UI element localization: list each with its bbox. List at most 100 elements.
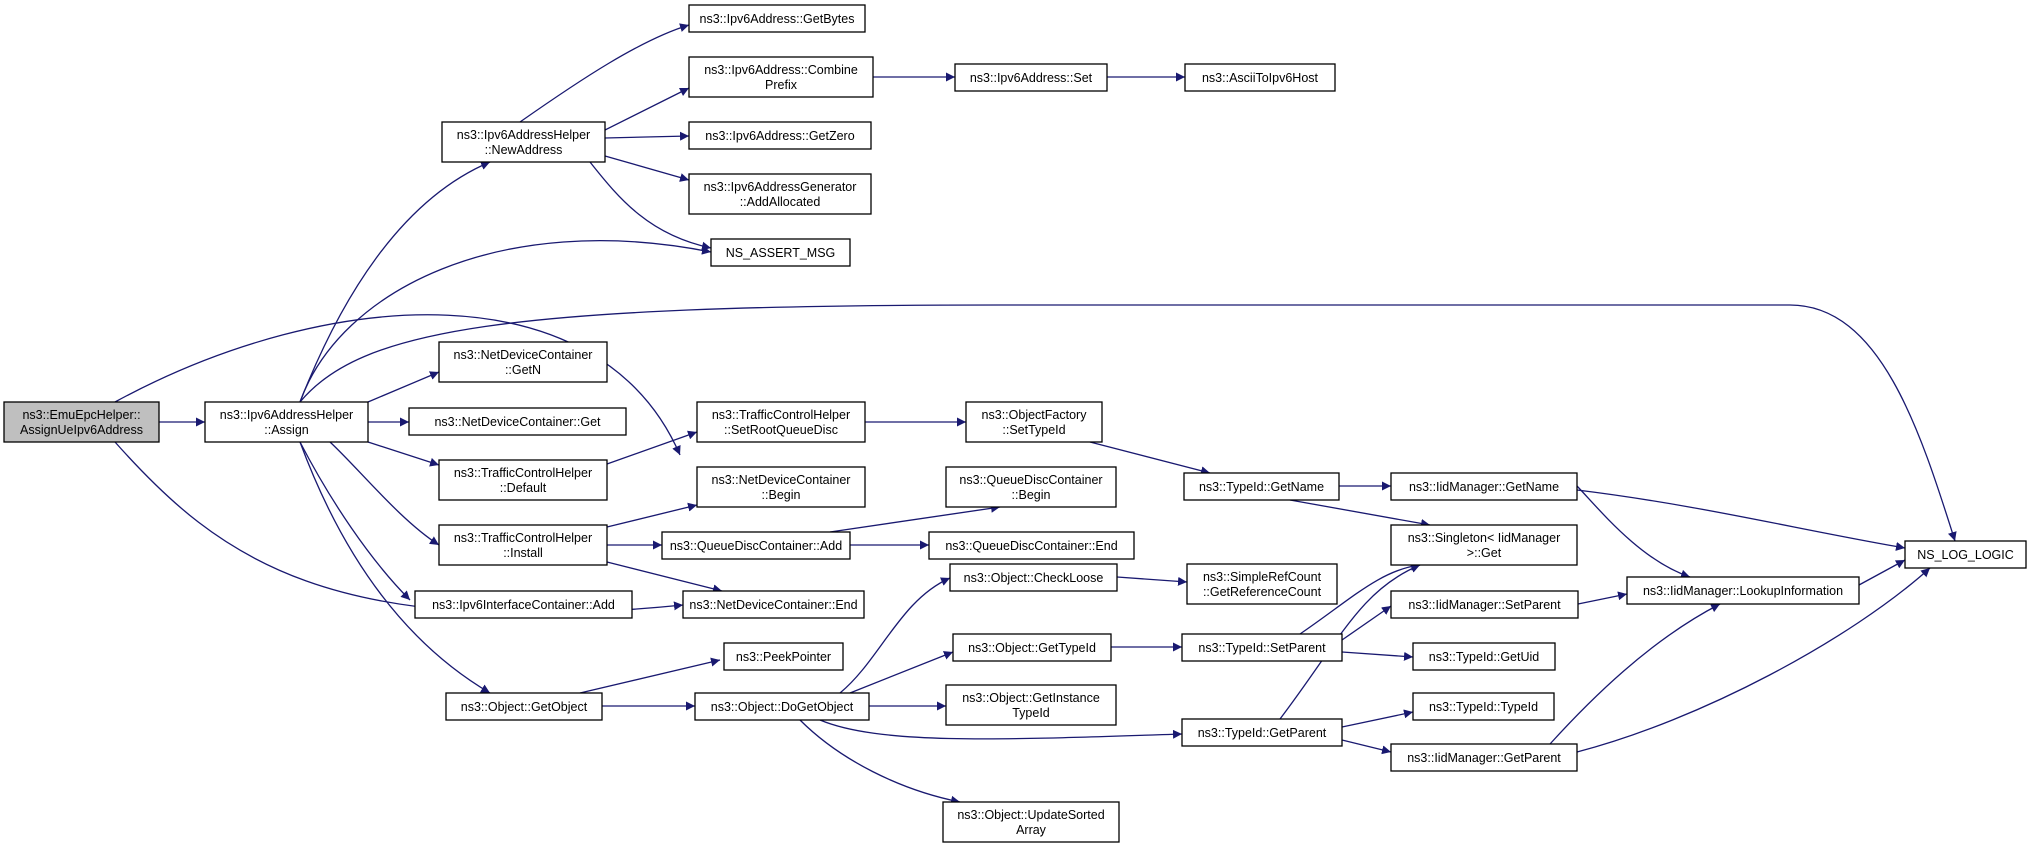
node-n17[interactable]: ns3::TrafficControlHelper::SetRootQueueD… bbox=[696, 401, 866, 443]
edge-n33-to-n39 bbox=[1341, 739, 1392, 755]
node-n14[interactable]: ns3::TrafficControlHelper::Install bbox=[438, 524, 608, 566]
node-box[interactable] bbox=[438, 524, 608, 566]
node-box[interactable] bbox=[945, 684, 1117, 726]
node-box[interactable] bbox=[1390, 590, 1579, 619]
node-box[interactable] bbox=[696, 401, 866, 443]
node-box[interactable] bbox=[688, 121, 872, 150]
node-n12[interactable]: ns3::NetDeviceContainer::Get bbox=[408, 407, 627, 436]
node-n15[interactable]: ns3::Ipv6InterfaceContainer::Add bbox=[414, 590, 633, 619]
edge-n2-to-n13 bbox=[367, 441, 440, 467]
node-box[interactable] bbox=[1184, 63, 1336, 92]
node-n33[interactable]: ns3::TypeId::GetParent bbox=[1181, 718, 1343, 747]
node-box[interactable] bbox=[445, 692, 603, 721]
node-box[interactable] bbox=[438, 341, 608, 383]
edge-n32-to-n37 bbox=[1341, 651, 1414, 661]
node-n35[interactable]: ns3::Singleton< IidManager >::Get bbox=[1390, 524, 1578, 566]
node-n31[interactable]: ns3::SimpleRefCount::GetReferenceCount bbox=[1186, 563, 1338, 605]
node-n1[interactable]: ns3::EmuEpcHelper::AssignUeIpv6Address bbox=[3, 401, 160, 443]
node-box[interactable] bbox=[1183, 472, 1340, 501]
node-label: ::GetN bbox=[505, 363, 541, 377]
node-n23[interactable]: ns3::ObjectFactory::SetTypeId bbox=[965, 401, 1103, 443]
node-box[interactable] bbox=[1904, 540, 2027, 569]
node-box[interactable] bbox=[1181, 718, 1343, 747]
node-box[interactable] bbox=[688, 56, 874, 98]
node-n22[interactable]: ns3::Object::DoGetObject bbox=[694, 692, 870, 721]
node-n36[interactable]: ns3::IidManager::SetParent bbox=[1390, 590, 1579, 619]
node-box[interactable] bbox=[928, 531, 1135, 560]
node-box[interactable] bbox=[688, 4, 866, 33]
node-box[interactable] bbox=[414, 590, 633, 619]
node-n39[interactable]: ns3::IidManager::GetParent bbox=[1390, 743, 1578, 772]
node-n19[interactable]: ns3::QueueDiscContainer::Add bbox=[661, 531, 851, 560]
node-n10[interactable]: NS_ASSERT_MSG bbox=[710, 238, 851, 267]
node-n4[interactable]: ns3::Ipv6Address::GetBytes bbox=[688, 4, 866, 33]
node-box[interactable] bbox=[3, 401, 160, 443]
node-n7[interactable]: ns3::AsciiToIpv6Host bbox=[1184, 63, 1336, 92]
node-n11[interactable]: ns3::NetDeviceContainer::GetN bbox=[438, 341, 608, 383]
edge-n32-to-n36 bbox=[1341, 605, 1392, 641]
node-label: ns3::IidManager::SetParent bbox=[1408, 598, 1561, 612]
node-n6[interactable]: ns3::Ipv6Address::Set bbox=[954, 63, 1108, 92]
node-n9[interactable]: ns3::Ipv6AddressGenerator::AddAllocated bbox=[688, 173, 872, 215]
node-n26[interactable]: ns3::Object::CheckLoose bbox=[949, 563, 1118, 592]
edge-n22-to-n29 bbox=[799, 719, 961, 805]
node-label: ns3::QueueDiscContainer::Add bbox=[670, 539, 842, 553]
node-box[interactable] bbox=[204, 401, 369, 443]
call-edges bbox=[114, 23, 1957, 805]
node-n21[interactable]: ns3::PeekPointer bbox=[723, 642, 844, 671]
node-n40[interactable]: ns3::IidManager::LookupInformation bbox=[1626, 576, 1860, 605]
node-box[interactable] bbox=[1626, 576, 1860, 605]
edge-n2-to-n16 bbox=[299, 441, 491, 694]
node-n20[interactable]: ns3::NetDeviceContainer::End bbox=[682, 590, 865, 619]
node-box[interactable] bbox=[408, 407, 627, 436]
node-box[interactable] bbox=[945, 466, 1117, 508]
node-box[interactable] bbox=[1412, 642, 1556, 671]
node-label: ns3::Object::CheckLoose bbox=[964, 571, 1104, 585]
node-box[interactable] bbox=[1390, 524, 1578, 566]
node-n41[interactable]: NS_LOG_LOGIC bbox=[1904, 540, 2027, 569]
node-n24[interactable]: ns3::QueueDiscContainer::Begin bbox=[945, 466, 1117, 508]
edge-n39-to-n40 bbox=[1549, 603, 1721, 745]
node-n32[interactable]: ns3::TypeId::SetParent bbox=[1181, 633, 1343, 662]
node-box[interactable] bbox=[954, 63, 1108, 92]
node-n25[interactable]: ns3::QueueDiscContainer::End bbox=[928, 531, 1135, 560]
node-n34[interactable]: ns3::IidManager::GetName bbox=[1390, 472, 1578, 501]
node-label: TypeId bbox=[1012, 706, 1050, 720]
node-box[interactable] bbox=[688, 173, 872, 215]
node-n16[interactable]: ns3::Object::GetObject bbox=[445, 692, 603, 721]
node-box[interactable] bbox=[942, 801, 1120, 843]
node-n37[interactable]: ns3::TypeId::GetUid bbox=[1412, 642, 1556, 671]
node-n3[interactable]: ns3::Ipv6AddressHelper::NewAddress bbox=[441, 121, 606, 163]
node-n2[interactable]: ns3::Ipv6AddressHelper::Assign bbox=[204, 401, 369, 443]
node-box[interactable] bbox=[682, 590, 865, 619]
node-box[interactable] bbox=[1412, 692, 1555, 721]
node-box[interactable] bbox=[1390, 743, 1578, 772]
edge-n34-to-n41 bbox=[1576, 489, 1906, 551]
edge-n34-to-n40 bbox=[1576, 485, 1691, 579]
node-n8[interactable]: ns3::Ipv6Address::GetZero bbox=[688, 121, 872, 150]
node-n30[interactable]: ns3::TypeId::GetName bbox=[1183, 472, 1340, 501]
node-box[interactable] bbox=[949, 563, 1118, 592]
node-box[interactable] bbox=[1181, 633, 1343, 662]
node-label: ns3::TrafficControlHelper bbox=[454, 531, 592, 545]
node-box[interactable] bbox=[710, 238, 851, 267]
node-box[interactable] bbox=[723, 642, 844, 671]
node-n27[interactable]: ns3::Object::GetTypeId bbox=[952, 633, 1112, 662]
node-n18[interactable]: ns3::NetDeviceContainer::Begin bbox=[696, 466, 866, 508]
node-box[interactable] bbox=[965, 401, 1103, 443]
node-n13[interactable]: ns3::TrafficControlHelper::Default bbox=[438, 459, 608, 501]
edge-n14-to-n20 bbox=[606, 561, 723, 594]
node-box[interactable] bbox=[441, 121, 606, 163]
node-box[interactable] bbox=[661, 531, 851, 560]
node-box[interactable] bbox=[696, 466, 866, 508]
node-box[interactable] bbox=[1186, 563, 1338, 605]
node-box[interactable] bbox=[952, 633, 1112, 662]
node-box[interactable] bbox=[694, 692, 870, 721]
node-box[interactable] bbox=[1390, 472, 1578, 501]
node-n38[interactable]: ns3::TypeId::TypeId bbox=[1412, 692, 1555, 721]
node-label: ns3::NetDeviceContainer bbox=[454, 348, 593, 362]
node-box[interactable] bbox=[438, 459, 608, 501]
